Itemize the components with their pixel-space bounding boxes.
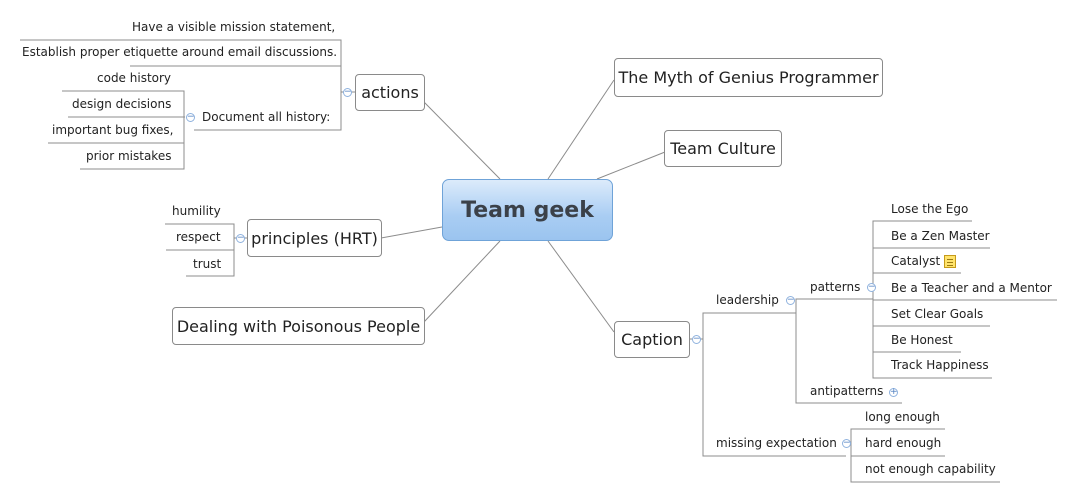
leaf-catalyst[interactable]: Catalyst bbox=[891, 254, 941, 268]
central-topic[interactable]: Team geek bbox=[442, 179, 613, 241]
leaf-trust[interactable]: trust bbox=[193, 257, 222, 271]
leaf-lose-the-ego[interactable]: Lose the Ego bbox=[891, 202, 969, 216]
collapse-missing-icon[interactable]: − bbox=[842, 438, 851, 448]
leaf-prior-mistakes[interactable]: prior mistakes bbox=[86, 149, 172, 163]
collapse-actions-icon[interactable]: − bbox=[343, 87, 352, 97]
topic-actions[interactable]: actions bbox=[355, 74, 425, 111]
leaf-important-bug-fixes[interactable]: important bug fixes, bbox=[52, 123, 174, 137]
leaf-clear-goals[interactable]: Set Clear Goals bbox=[891, 307, 984, 321]
topic-myth-of-genius[interactable]: The Myth of Genius Programmer bbox=[614, 58, 883, 97]
leaf-document-history[interactable]: Document all history: bbox=[202, 110, 331, 124]
leaf-code-history[interactable]: code history bbox=[97, 71, 172, 85]
note-icon[interactable] bbox=[944, 255, 956, 268]
leaf-be-honest[interactable]: Be Honest bbox=[891, 333, 953, 347]
leaf-humility[interactable]: humility bbox=[172, 204, 221, 218]
leaf-hard-enough[interactable]: hard enough bbox=[865, 436, 942, 450]
leaf-track-happiness[interactable]: Track Happiness bbox=[891, 358, 989, 372]
leaf-teacher-mentor[interactable]: Be a Teacher and a Mentor bbox=[891, 281, 1052, 295]
leaf-missing-expectation[interactable]: missing expectation bbox=[716, 436, 837, 450]
leaf-mission-statement[interactable]: Have a visible mission statement, bbox=[132, 20, 336, 34]
leaf-patterns[interactable]: patterns bbox=[810, 280, 861, 294]
collapse-document-icon[interactable]: − bbox=[186, 112, 195, 122]
leaf-respect[interactable]: respect bbox=[176, 230, 221, 244]
leaf-long-enough[interactable]: long enough bbox=[865, 410, 940, 424]
collapse-principles-icon[interactable]: − bbox=[236, 233, 245, 243]
collapse-caption-icon[interactable]: − bbox=[692, 334, 701, 344]
topic-dealing-poisonous[interactable]: Dealing with Poisonous People bbox=[172, 307, 425, 345]
leaf-antipatterns[interactable]: antipatterns bbox=[810, 384, 884, 398]
topic-caption[interactable]: Caption bbox=[614, 321, 690, 358]
topic-principles[interactable]: principles (HRT) bbox=[247, 219, 382, 257]
leaf-design-decisions[interactable]: design decisions bbox=[72, 97, 172, 111]
collapse-patterns-icon[interactable]: − bbox=[867, 282, 876, 292]
expand-antipatterns-icon[interactable]: + bbox=[889, 387, 898, 397]
leaf-leadership[interactable]: leadership bbox=[716, 293, 779, 307]
leaf-not-enough-capability[interactable]: not enough capability bbox=[865, 462, 996, 476]
leaf-email-etiquette[interactable]: Establish proper etiquette around email … bbox=[22, 45, 338, 59]
topic-team-culture[interactable]: Team Culture bbox=[664, 130, 782, 167]
leaf-zen-master[interactable]: Be a Zen Master bbox=[891, 229, 990, 243]
collapse-leadership-icon[interactable]: − bbox=[786, 295, 795, 305]
